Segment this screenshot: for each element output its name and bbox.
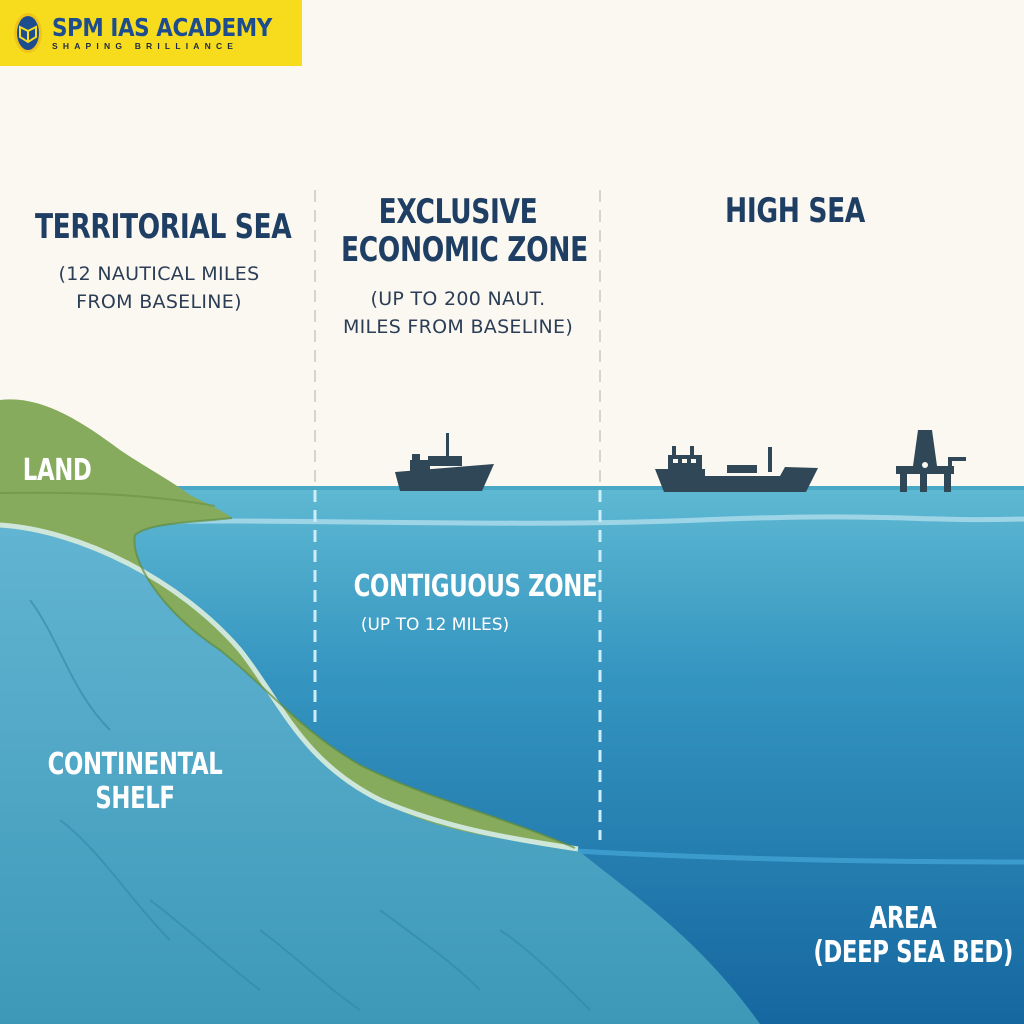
continental-shelf-label: CONTINENTAL SHELF <box>20 748 250 816</box>
academy-logo: SPM IAS ACADEMY SHAPING BRILLIANCE <box>0 0 302 66</box>
high-sea-label: HIGH SEA <box>690 192 900 230</box>
land-inner-edge <box>133 517 576 849</box>
cargo-ship-icon <box>655 446 818 492</box>
wave-line-deep <box>574 848 1024 865</box>
oil-rig-icon <box>896 430 966 492</box>
brand-name: SPM IAS ACADEMY <box>52 13 272 42</box>
eez-sub-2: MILES FROM BASELINE) <box>342 316 574 338</box>
land-ridge-line <box>0 491 216 507</box>
area-title-2: (DEEP SEA BED) <box>813 935 1014 970</box>
territorial-sea-sub-1: (12 NAUTICAL MILES <box>58 263 260 285</box>
eez-sub-1: (UP TO 200 NAUT. <box>370 288 546 310</box>
shelf-edge-highlight <box>0 522 579 852</box>
area-deep-sea-bed-label: AREA (DEEP SEA BED) <box>785 902 1021 970</box>
seabed-texture <box>29 599 591 1011</box>
eez-title-2: ECONOMIC ZONE <box>341 230 588 270</box>
land-title: LAND <box>22 453 92 488</box>
territorial-sea-label: TERRITORIAL SEA (12 NAUTICAL MILES FROM … <box>0 208 318 316</box>
academy-emblem-icon <box>14 13 42 53</box>
territorial-sea-sub-2: FROM BASELINE) <box>76 291 242 313</box>
brand-tagline: SHAPING BRILLIANCE <box>52 41 239 51</box>
land-mass <box>0 399 575 848</box>
continental-shelf-seabed <box>0 525 760 1024</box>
eez-label: EXCLUSIVE ECONOMIC ZONE (UP TO 200 NAUT.… <box>308 193 608 341</box>
sky-background <box>0 0 1024 490</box>
fishing-boat-icon <box>395 433 494 491</box>
contiguous-zone-sub: (UP TO 12 MILES) <box>360 615 510 635</box>
high-sea-title: HIGH SEA <box>725 191 865 231</box>
continental-shelf-title-1: CONTINENTAL <box>47 747 223 782</box>
wave-line-upper <box>129 514 1024 526</box>
continental-shelf-title-2: SHELF <box>95 781 175 816</box>
water-surface-line <box>0 486 1024 490</box>
contiguous-zone-title: CONTIGUOUS ZONE <box>353 569 598 604</box>
area-title-1: AREA <box>869 901 937 936</box>
territorial-sea-title: TERRITORIAL SEA <box>34 207 292 247</box>
eez-title-1: EXCLUSIVE <box>378 192 538 232</box>
land-label: LAND <box>12 454 102 488</box>
contiguous-zone-label: CONTIGUOUS ZONE (UP TO 12 MILES) <box>320 570 600 636</box>
